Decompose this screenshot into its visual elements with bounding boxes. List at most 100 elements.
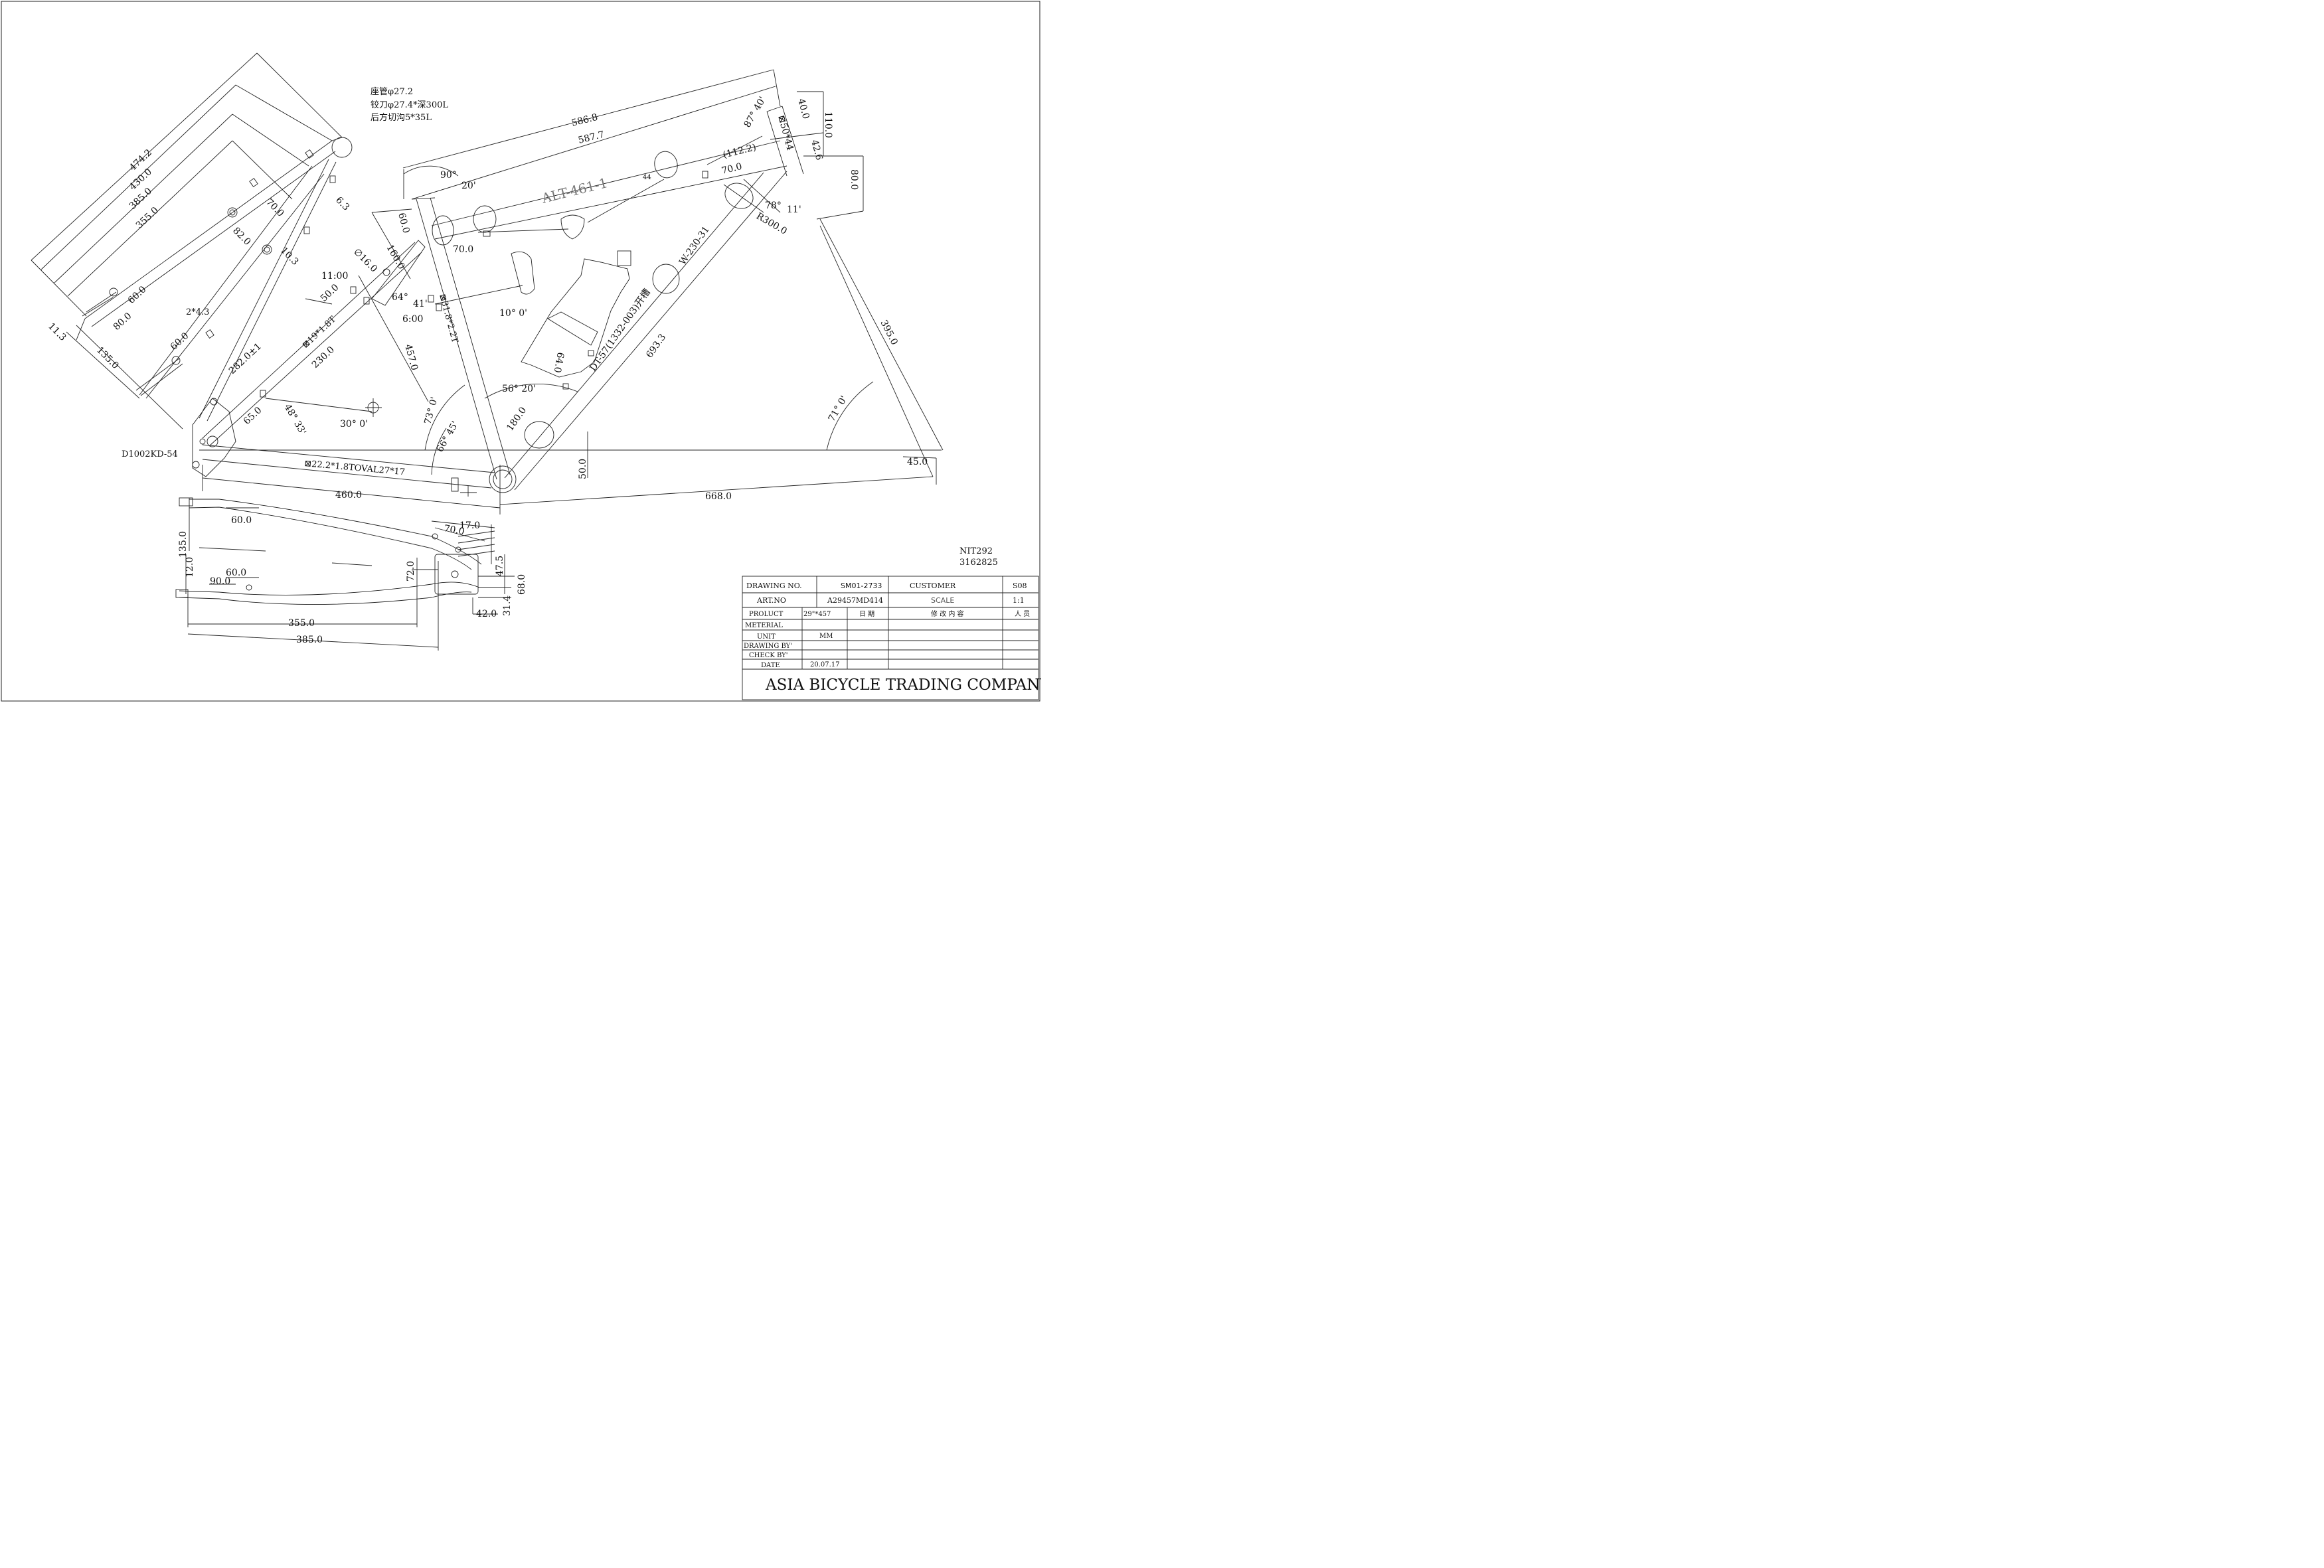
tb-person-col: 人 员 [1015, 610, 1030, 618]
dim-64: 64.0 [552, 351, 566, 373]
note-reamer: 铰刀φ27.4*深300L [371, 100, 448, 110]
tb-scale: 1:1 [1013, 596, 1025, 605]
dim-56deg: 56° 20' [502, 384, 536, 394]
tb-unit: MM [819, 633, 833, 640]
nit-code: NIT292 [959, 546, 993, 556]
dim-seat-stay-spec: ⊠19*1.8T [300, 315, 338, 351]
dim-r300: R300.0 [754, 211, 789, 237]
dim-42-6: 42.6 [809, 139, 825, 161]
serial-code: 3162825 [959, 558, 998, 568]
dim-50-bb: 50.0 [578, 459, 588, 479]
tb-date: 20.07.17 [810, 661, 840, 668]
seat-stay-view [31, 52, 353, 430]
dim-586-8: 586.8 [570, 112, 599, 129]
dim-64deg: 64° [392, 292, 408, 303]
tb-art-no: A29457MD414 [827, 596, 883, 605]
dim-693: 693.3 [644, 332, 668, 360]
title-block-grid [742, 576, 1039, 700]
dim-80a: 80.0 [112, 311, 134, 333]
tb-drawing-by-label: DRAWING BY' [744, 643, 792, 650]
tb-unit-label: UNIT [757, 633, 776, 641]
dim-48deg: 48° 33' [282, 402, 308, 437]
dim-112-2: (112.2) [722, 142, 757, 161]
dim-50a: 50.0 [319, 282, 341, 304]
dim-6-3: 6.3 [333, 195, 351, 213]
dim-10-3: 10.3 [278, 246, 300, 268]
dim-60a: 60.0 [126, 284, 149, 306]
dim-c385: 385.0 [296, 635, 323, 645]
dim-110: 110.0 [823, 112, 833, 138]
tb-customer: S08 [1013, 582, 1027, 590]
dim-2x4-3: 2*4.3 [186, 307, 209, 317]
dim-c47-5: 47.5 [495, 556, 505, 576]
note-seat-tube: 座管φ27.2 [371, 87, 413, 97]
tb-product: 29"*457 [803, 611, 831, 618]
dim-668: 668.0 [705, 491, 732, 502]
dim-6-00: 6:00 [402, 314, 423, 325]
dim-41min: 41' [413, 299, 428, 309]
dim-65: 65.0 [242, 405, 264, 427]
tb-art-no-label: ART.NO [756, 596, 786, 605]
dim-135a: 135.0 [94, 345, 121, 372]
dim-11-3: 11.3 [46, 321, 68, 343]
dim-c12: 12.0 [185, 557, 195, 578]
dim-282: 282.0±1 [227, 341, 264, 376]
dim-70b: 70.0 [453, 244, 473, 255]
dim-70c: 70.0 [720, 161, 743, 177]
dim-c355: 355.0 [288, 618, 315, 629]
dim-c135: 135.0 [178, 531, 189, 558]
frame-drawing-sheet: 座管φ27.2 铰刀φ27.4*深300L 后方切沟5*35L D1002KD-… [1, 1, 1041, 702]
dim-230: 230.0 [310, 345, 337, 370]
part-label: D1002KD-54 [122, 449, 178, 459]
dim-160: 160.0 [384, 243, 407, 272]
dim-c90: 90.0 [210, 576, 230, 587]
tb-scale-label: SCALE [931, 596, 954, 605]
dim-45: 45.0 [907, 457, 928, 467]
dim-78deg: 78° [765, 200, 782, 211]
tb-company: ASIA BICYCLE TRADING COMPANY [765, 676, 1041, 694]
tb-change-col: 修 改 内 容 [931, 609, 964, 618]
dim-73deg: 73° 0' [422, 396, 440, 426]
dim-11-00: 11:00 [321, 271, 348, 281]
tb-drawing-no-label: DRAWING NO. [746, 582, 802, 590]
dim-460: 460.0 [335, 490, 362, 501]
dim-395: 395.0 [878, 319, 899, 347]
main-frame-view [192, 69, 944, 514]
dim-w230: W-230-31 [677, 224, 712, 267]
dim-355a: 355.0 [134, 205, 161, 231]
tb-date-col: 日 期 [859, 610, 874, 618]
dim-16: ∅16.0 [351, 247, 379, 275]
dim-40: 40.0 [795, 98, 811, 120]
tb-product-label: PROLUCT [749, 611, 784, 618]
tb-customer-label: CUSTOMER [910, 582, 956, 590]
dim-c70: 70.0 [443, 523, 465, 537]
drawing-notes: 座管φ27.2 铰刀φ27.4*深300L 后方切沟5*35L D1002KD-… [122, 87, 998, 568]
dim-457: 457.0 [402, 343, 420, 372]
dim-c31-4: 31.4 [502, 595, 513, 616]
tube-code-alt: ALT-461-1 [539, 175, 609, 206]
dim-10deg: 10° 0' [499, 308, 527, 319]
dim-82: 82.0 [230, 226, 252, 248]
dim-dt57: DT-57(1332-003)开槽 [588, 287, 653, 373]
dim-66deg: 66° 45' [435, 420, 461, 454]
dim-c72: 72.0 [406, 561, 416, 582]
dim-c42: 42.0 [476, 609, 497, 619]
dim-44: 44 [643, 174, 651, 181]
dim-71deg: 71° 0' [827, 394, 850, 424]
dim-474: 474.2 [127, 147, 154, 173]
dim-30deg: 30° 0' [340, 419, 368, 430]
dim-top-tube-spec: ⊠31.8*2.2T [437, 293, 459, 344]
dim-c60b: 60.0 [226, 568, 246, 578]
dim-87deg: 87° 40' [742, 95, 768, 129]
dim-20min: 20' [461, 181, 476, 191]
note-slot: 后方切沟5*35L [371, 112, 432, 123]
tb-drawing-no: SM01-2733 [841, 582, 882, 590]
dimension-labels: 474.2 430.0 385.0 355.0 70.0 82.0 6.3 10… [46, 95, 928, 645]
dim-60-seat: 60.0 [396, 212, 412, 234]
dim-50x44: ⊠50*44 [776, 114, 795, 152]
tb-date-label: DATE [761, 662, 780, 669]
tb-material-label: METERIAL [745, 622, 783, 629]
dim-c68: 68.0 [517, 574, 527, 595]
dim-c17: 17.0 [459, 520, 480, 531]
frame-geometry [31, 52, 1039, 700]
